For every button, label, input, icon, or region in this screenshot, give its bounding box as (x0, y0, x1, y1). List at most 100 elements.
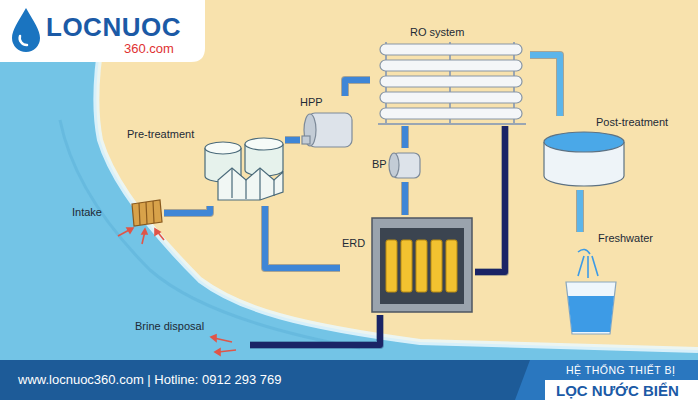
membrane-tube (380, 108, 522, 119)
node-label: Post-treatment (596, 116, 668, 129)
pipe-body (402, 126, 408, 148)
flow-arrowhead (155, 229, 160, 235)
pipe-body (402, 182, 408, 215)
pressure-cylinder (401, 240, 412, 292)
erd-housing (372, 218, 472, 312)
logo-panel (0, 0, 205, 62)
node-label: Brine disposal (135, 320, 204, 333)
footer-text: HỆ THỐNG THIẾT BỊ (566, 364, 675, 377)
pipe-body (475, 126, 505, 272)
membrane-tube (380, 60, 522, 71)
node-label: RO system (410, 26, 464, 39)
booster-pump (389, 153, 420, 178)
process-node: Freshwater (560, 232, 690, 336)
pipe-body (530, 55, 560, 116)
pipe (580, 190, 581, 232)
pipe-edge (285, 136, 300, 144)
intake-bars (139, 201, 154, 225)
footer-bar (0, 360, 698, 400)
pressure-cylinder (416, 240, 427, 292)
membrane-tube (380, 92, 522, 103)
pipe-body (265, 206, 340, 268)
sea (0, 0, 698, 360)
pipe-edge (576, 190, 584, 232)
node-label: Intake (72, 206, 102, 219)
erd-inner (380, 228, 464, 304)
pretreatment-plant (205, 138, 283, 200)
flow-arrow (156, 230, 164, 240)
pressure-cylinder (386, 240, 397, 292)
node-label: ERD (342, 237, 365, 250)
tank-water (544, 132, 624, 152)
footer-text: LỌC NƯỚC BIỂN (556, 382, 679, 399)
pipe-edge (164, 206, 210, 213)
pipe (405, 182, 406, 215)
process-node: Brine disposal (135, 320, 250, 352)
pipe (250, 315, 380, 345)
node-label: Freshwater (598, 232, 653, 245)
flow-arrowhead (215, 349, 220, 355)
ro-rack (378, 42, 526, 124)
intake-grate (132, 200, 162, 226)
footer-text: www.locnuoc360.com | Hotline: 0912 293 7… (18, 372, 282, 388)
freshwater-glass (566, 249, 616, 334)
pipe (285, 140, 300, 141)
membrane-tube (380, 76, 522, 87)
footer-panel (515, 360, 698, 400)
process-node: Pre-treatment (125, 128, 285, 206)
pipe (345, 80, 370, 96)
glass-water (568, 296, 614, 332)
pipe-edge (530, 55, 560, 116)
rack-frame (378, 42, 526, 124)
pump-inlet (302, 136, 310, 144)
pipe-edge (345, 80, 370, 96)
process-node: Intake (72, 198, 164, 228)
pipe-body (250, 315, 380, 345)
tank-top (245, 138, 283, 150)
brine-outflow-arrows (211, 335, 236, 355)
water-spray (578, 249, 598, 278)
node-label: Pre-treatment (127, 128, 194, 141)
pipe (475, 126, 505, 272)
pipe-body (285, 137, 300, 143)
pipe (530, 55, 560, 116)
pipe-body (577, 190, 583, 232)
footer-title-box (545, 380, 698, 400)
flow-arrowhead (142, 229, 147, 234)
flow-arrowhead (127, 228, 133, 233)
flow-arrowhead (211, 335, 216, 341)
filter-house (218, 168, 283, 200)
pipe (405, 126, 406, 148)
logo-drop (12, 8, 40, 52)
node-label: HPP (300, 96, 323, 109)
process-node: BP (372, 148, 422, 182)
pipe-edge (475, 126, 505, 272)
pipe (265, 206, 340, 268)
pressure-cylinder (446, 240, 457, 292)
intake-head (132, 200, 162, 226)
pipe-edge (265, 206, 340, 268)
membrane-tube (380, 44, 522, 55)
logo-text: 360.com (124, 41, 174, 57)
pipe-body (164, 206, 210, 213)
erd-unit (372, 218, 472, 312)
process-node: Post-treatment (540, 116, 690, 190)
pump-face (389, 153, 399, 177)
glass (566, 282, 616, 334)
pressure-cylinder (431, 240, 442, 292)
logo-drop-highlight (20, 36, 27, 45)
intake-flow-arrows (118, 228, 164, 244)
process-node: ERD (340, 215, 475, 315)
post-treatment-tank (544, 132, 624, 186)
process-node: RO system (370, 26, 530, 126)
tank-top (205, 142, 241, 154)
pipe-edge (401, 126, 409, 148)
pipe-edge (401, 182, 409, 215)
process-node: HPP (300, 96, 362, 150)
